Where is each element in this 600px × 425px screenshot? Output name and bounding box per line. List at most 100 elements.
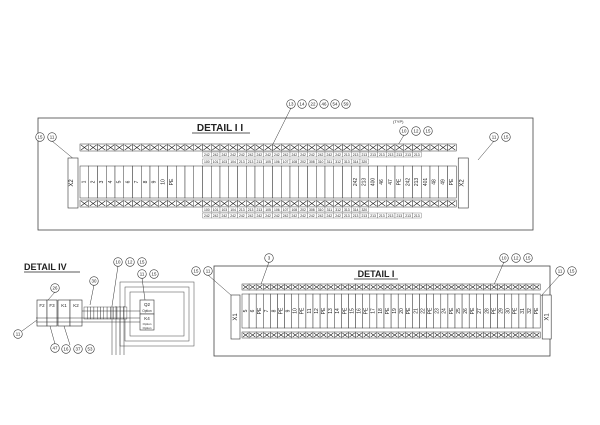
detail-ii-wire-bottom-21: 213 bbox=[388, 214, 394, 218]
detail-i-screw-top-34-cross-b bbox=[484, 284, 490, 290]
detail-i-terminal-label-4: 8 bbox=[271, 309, 277, 312]
detail-ii-typ-callout-1: 12 bbox=[414, 129, 419, 134]
detail-ii-screw-top-10-cross-b bbox=[168, 144, 176, 151]
detail-i-terminal-label-24: 21 bbox=[413, 308, 419, 314]
detail-i-screw-bottom-39-cross-b bbox=[519, 332, 526, 338]
detail-i-screw-bottom-24-cross-b bbox=[413, 332, 419, 338]
detail-ii-screw-top-28-cross-b bbox=[325, 144, 333, 151]
detail-ii-screw-bottom-22-cross-b bbox=[273, 200, 281, 207]
detail-ii-screw-bottom-1-cross-b bbox=[89, 200, 97, 207]
detail-ii-terminal-label-7: 8 bbox=[143, 180, 149, 183]
detail-i-screw-bottom-25-cross-b bbox=[420, 332, 426, 338]
detail-ii-wire-upper-20: 213 bbox=[379, 153, 385, 157]
detail-iv-callout-8: 47 bbox=[53, 346, 58, 351]
detail-ii-wire-middle-11: 202 bbox=[300, 160, 306, 164]
detail-ii-wire-upper-9: 242 bbox=[283, 153, 289, 157]
detail-ii-terminal-22 bbox=[272, 165, 282, 199]
detail-ii-screw-top-4-cross-b bbox=[115, 144, 123, 151]
detail-i-terminal-label-1: 6 bbox=[250, 309, 256, 312]
detail-iv-module-k4-label: K4 bbox=[144, 316, 150, 321]
detail-iv-terminal-1 bbox=[87, 306, 91, 320]
detail-ii-end-plate-right bbox=[457, 157, 469, 209]
detail-ii-wire-upper-0: 242 bbox=[204, 153, 210, 157]
detail-i-screw-top-40-cross-b bbox=[526, 284, 533, 290]
detail-i-screw-bottom-17-cross-b bbox=[363, 332, 369, 338]
detail-ii-wire-middle-cell-18 bbox=[359, 158, 369, 165]
detail-ii-wire-middle-17: 314 bbox=[353, 160, 359, 164]
detail-ii-terminal-label-2: 3 bbox=[99, 180, 105, 183]
detail-ii-terminal-17 bbox=[228, 165, 238, 199]
detail-ii-screw-bottom-23-cross-b bbox=[282, 200, 290, 207]
detail-ii-wire-middle-9: 107 bbox=[283, 160, 289, 164]
detail-i-screw-top-25-cross-b bbox=[420, 284, 426, 290]
detail-ii-terminal-12 bbox=[184, 165, 194, 199]
detail-i-screw-bottom-34-cross-b bbox=[484, 332, 490, 338]
detail-i-screw-bottom-8-cross-b bbox=[299, 332, 306, 338]
detail-ii-right-callout-b-bubble bbox=[501, 132, 511, 142]
detail-iv-component-1 bbox=[46, 299, 58, 327]
detail-ii-screw-top-1-cross-b bbox=[89, 144, 97, 151]
detail-i-terminal-label-5: PE bbox=[278, 307, 284, 314]
detail-ii-screw-bottom-16-cross-b bbox=[220, 200, 228, 207]
detail-ii-wire-lower-10: 108 bbox=[292, 208, 298, 212]
detail-iv-callout-9: 16 bbox=[64, 347, 69, 352]
detail-ii-left-leader bbox=[51, 140, 76, 161]
detail-ii-wire-lower-9: 107 bbox=[283, 208, 289, 212]
detail-ii-left-callout-a: 15 bbox=[38, 135, 43, 140]
detail-ii-wire-bottom-10: 242 bbox=[292, 214, 298, 218]
detail-ii-wire-middle-0: 100 bbox=[204, 160, 210, 164]
detail-i-screw-bottom-10-cross-b bbox=[313, 332, 320, 338]
detail-ii-wire-bottom-8: 242 bbox=[274, 214, 280, 218]
detail-ii-wire-middle-5: 213 bbox=[248, 160, 254, 164]
detail-ii-screw-bottom-29-cross-b bbox=[334, 200, 342, 207]
detail-ii-screw-top-7-cross-b bbox=[142, 144, 150, 151]
detail-iv-component-label-1: F3 bbox=[49, 303, 55, 308]
detail-ii-wire-bottom-20: 213 bbox=[379, 214, 385, 218]
detail-iv-terminal-11 bbox=[120, 306, 124, 320]
detail-i-terminal-label-8: PE bbox=[300, 307, 306, 314]
detail-i-terminal-label-20: PE bbox=[385, 307, 391, 314]
detail-i-screw-top-17-cross-b bbox=[363, 284, 369, 290]
detail-ii-screw-top-6-cross-b bbox=[133, 144, 141, 151]
detail-iv-module-k4-sub-b: Option bbox=[143, 326, 152, 330]
detail-ii-screw-top-5-cross-b bbox=[124, 144, 132, 151]
detail-ii-callout-46: 46 bbox=[322, 102, 327, 107]
detail-i-screw-bottom-28-cross-b bbox=[441, 332, 448, 338]
detail-i-terminal-label-25: 22 bbox=[420, 308, 426, 314]
detail-ii-wire-bottom-cell-24 bbox=[412, 212, 422, 219]
detail-ii-right-callout-b: 15 bbox=[504, 135, 509, 140]
detail-i-screw-bottom-37-cross-b bbox=[505, 332, 511, 338]
detail-ii-callout-14: 14 bbox=[300, 102, 305, 107]
detail-ii-wire-upper-2: 242 bbox=[222, 153, 228, 157]
detail-i-terminal-label-11: PE bbox=[321, 307, 327, 314]
detail-iv-terminal-3 bbox=[93, 306, 98, 320]
detail-ii-left-callout-a-bubble bbox=[35, 132, 45, 142]
detail-i-screw-bottom-6-cross-b bbox=[285, 332, 291, 338]
detail-i-terminal-label-18: 17 bbox=[371, 308, 377, 314]
detail-ii-terminal-11 bbox=[176, 165, 186, 199]
detail-ii-wire-upper-cell-24 bbox=[412, 151, 422, 158]
detail-ii-wire-bottom-4: 242 bbox=[239, 214, 245, 218]
detail-i-screw-top-35-cross-b bbox=[491, 284, 497, 290]
detail-ii-terminal-14 bbox=[202, 165, 212, 199]
detail-ii-screw-top-2-cross-b bbox=[98, 144, 106, 151]
detail-ii-screw-bottom-2-cross-b bbox=[98, 200, 106, 207]
detail-ii-terminal-label-40: 48 bbox=[432, 179, 438, 185]
detail-ii-screw-bottom-33-cross-b bbox=[369, 200, 377, 207]
detail-ii-wire-lower-18: 320 bbox=[362, 208, 368, 212]
detail-ii-screw-top-38-cross-b bbox=[413, 144, 421, 151]
detail-ii-wire-bottom-1: 242 bbox=[213, 214, 219, 218]
detail-ii-screw-top-31-cross-b bbox=[352, 144, 360, 151]
detail-ii-wire-upper-8: 242 bbox=[274, 153, 280, 157]
detail-ii-wire-lower-5: 213 bbox=[248, 208, 254, 212]
detail-ii-wire-middle-16: 313 bbox=[344, 160, 350, 164]
detail-ii-callout-14-bubble bbox=[297, 99, 307, 109]
detail-i-screw-top-27-cross-b bbox=[434, 284, 440, 290]
detail-i-screw-bottom-2-cross-b bbox=[257, 332, 263, 338]
detail-iv-callout-11: 53 bbox=[88, 347, 93, 352]
detail-ii-screw-bottom-30-cross-b bbox=[343, 200, 351, 207]
